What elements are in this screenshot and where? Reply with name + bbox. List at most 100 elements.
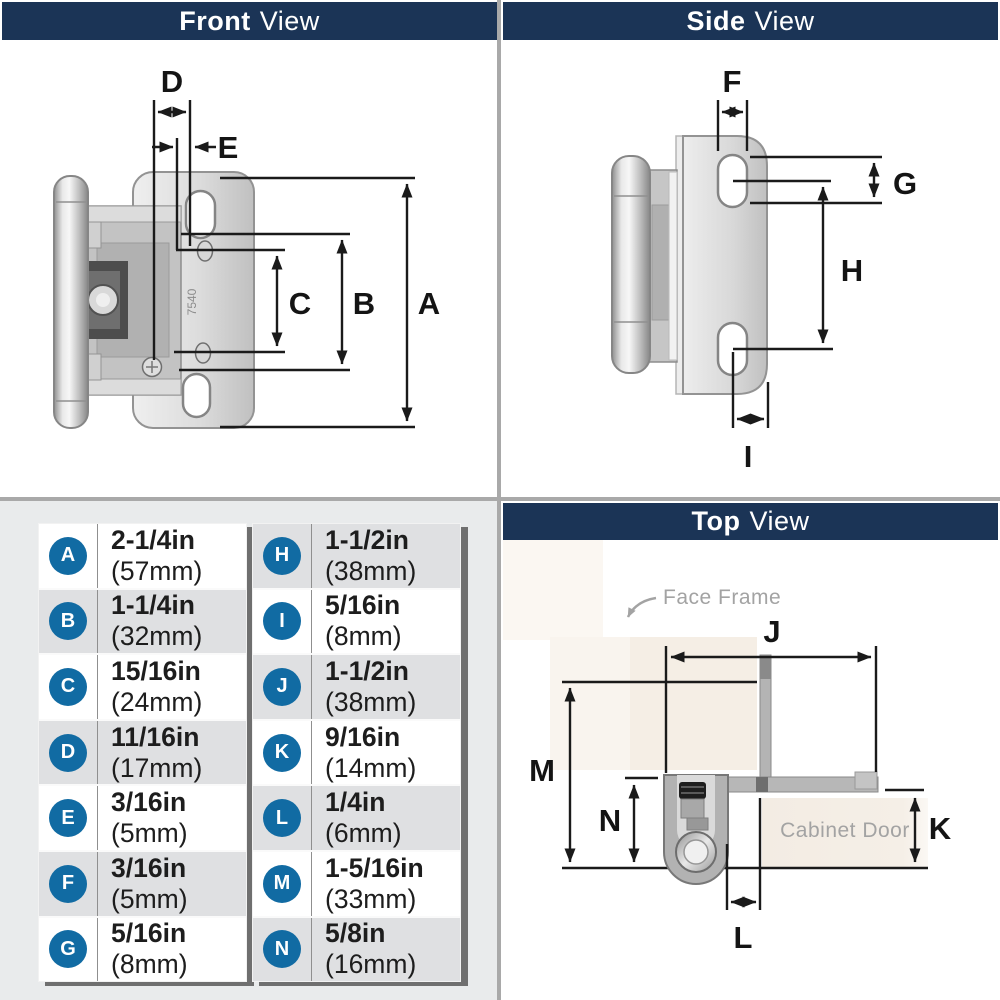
table-row: B 1-1/4in(32mm) [39, 589, 246, 656]
dim-c: C [174, 248, 311, 354]
value-metric: (57mm) [111, 555, 203, 586]
key-badge: N [263, 930, 301, 969]
key-cell: F [39, 851, 98, 916]
side-view-diagram: F G H I [611, 64, 917, 474]
dim-label-k: K [929, 811, 952, 846]
top-view-title-strong: Top [691, 506, 741, 536]
dim-l: L [725, 798, 762, 955]
face-frame-arrow [626, 596, 657, 618]
value-imperial: 5/16in [325, 590, 401, 621]
top-view-title-light: View [749, 506, 810, 536]
dim-a: A [220, 176, 440, 429]
top-hinge-illustration [663, 654, 879, 885]
value-cell: 5/16in(8mm) [98, 918, 188, 980]
bumper-hole-shine [96, 293, 110, 307]
key-cell: L [253, 786, 312, 850]
side-view-title-light: View [754, 5, 815, 36]
plate-slot-top [184, 189, 217, 240]
value-imperial: 15/16in [111, 655, 201, 686]
table-row: J 1-1/2in(38mm) [253, 655, 460, 721]
hinge-barrel [53, 175, 89, 429]
body-top-flange [83, 205, 182, 223]
arm-dark-segment [760, 657, 771, 679]
dim-label-l: L [734, 920, 753, 955]
dim-label-a: A [418, 286, 440, 321]
dim-f: F [716, 64, 749, 151]
table-row: C 15/16in(24mm) [39, 655, 246, 721]
key-cell: D [39, 720, 98, 785]
value-cell: 5/16in(8mm) [312, 590, 402, 652]
value-cell: 2-1/4in(57mm) [98, 525, 202, 587]
value-imperial: 1-1/2in [325, 524, 409, 555]
front-view-diagram: 7540 D E A [53, 64, 440, 429]
horizontal-divider [0, 497, 1000, 501]
face-frame-light-edge [550, 637, 630, 770]
value-metric: (8mm) [325, 621, 402, 652]
arm-tip-piece [854, 771, 878, 790]
screw-body [680, 798, 705, 819]
dim-b: B [179, 232, 375, 372]
value-cell: 11/16in(17mm) [98, 722, 202, 784]
value-metric: (5mm) [111, 818, 188, 849]
front-view-header: Front View [2, 2, 497, 40]
key-cell: E [39, 786, 98, 850]
hinge-barrel [611, 155, 651, 374]
table-right-column: H 1-1/2in(38mm) I 5/16in(8mm) J 1-1/2in(… [252, 523, 461, 983]
dim-n: N [599, 776, 658, 863]
value-metric: (5mm) [111, 883, 188, 914]
key-badge: G [49, 930, 87, 969]
key-cell: N [253, 917, 312, 982]
value-metric: (32mm) [111, 621, 203, 652]
dim-label-d: D [161, 64, 183, 99]
dim-m: M [529, 680, 757, 863]
key-cell: G [39, 917, 98, 982]
value-imperial: 11/16in [111, 721, 200, 752]
table-row: A 2-1/4in(57mm) [39, 524, 246, 590]
value-metric: (14mm) [325, 752, 417, 783]
dim-label-c: C [289, 286, 311, 321]
top-view-header: Top View [503, 503, 998, 540]
dim-g: G [750, 155, 917, 205]
table-row: G 5/16in(8mm) [39, 917, 246, 982]
key-cell: C [39, 655, 98, 719]
dim-label-h: H [841, 253, 863, 288]
table-row: I 5/16in(8mm) [253, 589, 460, 656]
screw-step [686, 817, 709, 831]
top-view-diagram: Face Frame Cabinet Door J M N [503, 540, 952, 955]
table-row: F 3/16in(5mm) [39, 851, 246, 918]
dim-j: J [664, 614, 878, 773]
value-imperial: 5/8in [325, 918, 386, 949]
top-dimensions: J M N K L [529, 614, 952, 955]
value-metric: (38mm) [325, 686, 417, 717]
value-metric: (33mm) [325, 883, 417, 914]
table-left-column: A 2-1/4in(57mm) B 1-1/4in(32mm) C 15/16i… [38, 523, 247, 983]
key-cell: A [39, 524, 98, 588]
value-imperial: 3/16in [111, 852, 187, 883]
value-imperial: 1-1/4in [111, 590, 195, 621]
dim-label-e: E [218, 130, 239, 165]
value-cell: 3/16in(5mm) [98, 853, 188, 915]
value-cell: 1-1/4in(32mm) [98, 590, 202, 652]
side-view-header: Side View [503, 2, 998, 40]
face-frame-label: Face Frame [663, 586, 781, 609]
value-metric: (24mm) [111, 686, 203, 717]
value-imperial: 1-5/16in [325, 852, 424, 883]
side-dimensions: F G H I [716, 64, 917, 474]
cabinet-door-block [762, 798, 928, 868]
value-imperial: 2-1/4in [111, 524, 195, 555]
table-row: H 1-1/2in(38mm) [253, 524, 460, 590]
value-metric: (6mm) [325, 818, 402, 849]
table-row: E 3/16in(5mm) [39, 786, 246, 852]
key-badge: A [49, 536, 87, 575]
value-cell: 1-1/2in(38mm) [312, 656, 416, 718]
table-row: K 9/16in(14mm) [253, 720, 460, 787]
table-row: M 1-5/16in(33mm) [253, 851, 460, 918]
key-badge: L [263, 799, 301, 838]
key-badge: C [49, 667, 87, 706]
dim-h: H [733, 179, 863, 351]
value-cell: 5/8in(16mm) [312, 918, 416, 980]
dim-label-g: G [893, 166, 917, 201]
key-badge: E [49, 799, 87, 838]
dim-label-j: J [763, 614, 780, 649]
